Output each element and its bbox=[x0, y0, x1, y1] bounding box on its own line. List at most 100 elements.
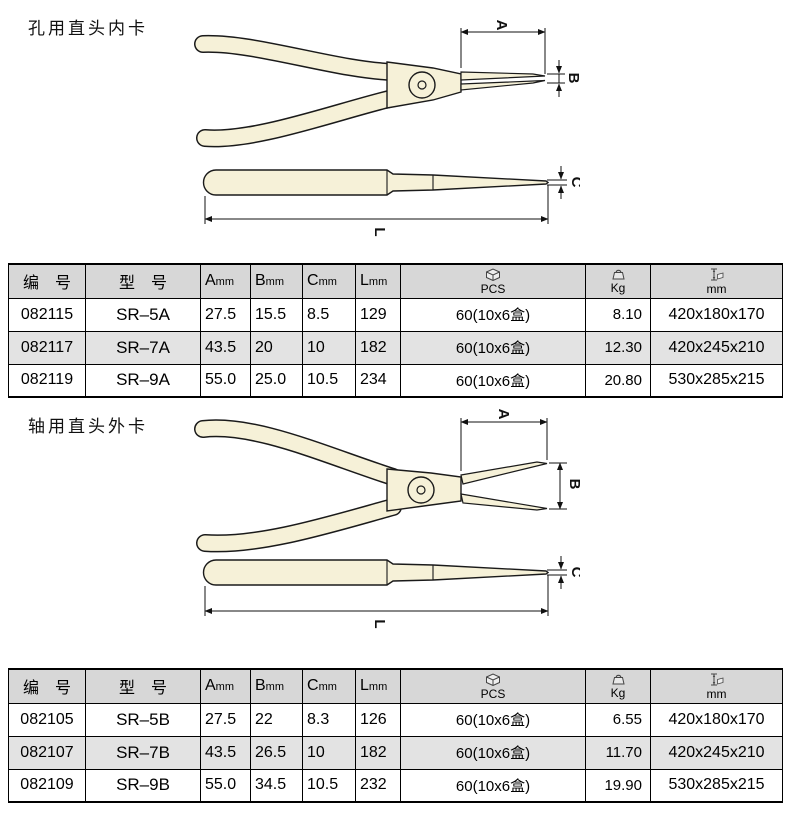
table-row: 082115 SR–5A 27.5 15.5 8.5 129 60(10x6盒)… bbox=[8, 297, 783, 332]
dim-l-cell: 126 bbox=[355, 702, 401, 737]
part-no-cell: 082117 bbox=[8, 330, 86, 365]
size-cell: 420x180x170 bbox=[650, 702, 783, 737]
spec-table-internal: 编 号 型 号 Amm Bmm Cmm Lmm PCS Kg bbox=[8, 263, 783, 398]
section1-title: 孔用直头内卡 bbox=[28, 19, 148, 38]
pcs-label: PCS bbox=[480, 686, 506, 701]
dim-label-a: A bbox=[495, 409, 512, 420]
dimension-lines-cl bbox=[204, 556, 567, 616]
kg-cell: 6.55 bbox=[585, 702, 651, 737]
dim-a-cell: 43.5 bbox=[200, 330, 251, 365]
pliers-side-view bbox=[194, 419, 548, 553]
dim-c-cell: 10.5 bbox=[302, 768, 356, 803]
model-cell: SR–7A bbox=[85, 330, 201, 365]
mm-label: mm bbox=[706, 686, 727, 701]
dim-a-cell: 55.0 bbox=[200, 768, 251, 803]
dim-label-c: C bbox=[568, 177, 580, 188]
size-cell: 420x180x170 bbox=[650, 297, 783, 332]
dim-c-cell: 10.5 bbox=[302, 363, 356, 398]
model-cell: SR–7B bbox=[85, 735, 201, 770]
lower-jaw bbox=[460, 493, 548, 511]
pcs-cell: 60(10x6盒) bbox=[400, 363, 586, 398]
table-row: 082107 SR–7B 43.5 26.5 10 182 60(10x6盒) … bbox=[8, 735, 783, 770]
pcs-cell: 60(10x6盒) bbox=[400, 735, 586, 770]
dimension-lines-ab bbox=[460, 28, 565, 97]
dim-l-cell: 182 bbox=[355, 330, 401, 365]
model-cell: SR–9A bbox=[85, 363, 201, 398]
dim-b-cell: 25.0 bbox=[250, 363, 303, 398]
kg-cell: 19.90 bbox=[585, 768, 651, 803]
dimensions-icon bbox=[710, 268, 723, 281]
pivot-bolt bbox=[417, 80, 427, 90]
lower-jaw bbox=[460, 79, 546, 91]
header-mm: mm bbox=[650, 263, 783, 299]
pliers-side-view bbox=[194, 34, 546, 148]
dim-b-cell: 34.5 bbox=[250, 768, 303, 803]
dim-b-cell: 15.5 bbox=[250, 297, 303, 332]
size-cell: 420x245x210 bbox=[650, 735, 783, 770]
mm-label: mm bbox=[706, 281, 727, 296]
lower-handle bbox=[197, 90, 401, 146]
dim-unit: mm bbox=[265, 276, 284, 289]
dim-a-cell: 27.5 bbox=[200, 702, 251, 737]
table-row: 082105 SR–5B 27.5 22 8.3 126 60(10x6盒) 6… bbox=[8, 702, 783, 737]
dim-label-l: L bbox=[371, 227, 388, 236]
header-kg: Kg bbox=[585, 263, 651, 299]
section2-title: 轴用直头外卡 bbox=[28, 417, 148, 436]
model-cell: SR–9B bbox=[85, 768, 201, 803]
dim-label-a: A bbox=[493, 20, 510, 31]
dimension-lines-ab bbox=[460, 418, 567, 510]
header-b: Bmm bbox=[250, 263, 303, 299]
dim-b-cell: 22 bbox=[250, 702, 303, 737]
header-b: Bmm bbox=[250, 668, 303, 704]
dim-unit: mm bbox=[368, 276, 388, 289]
dim-a-cell: 55.0 bbox=[200, 363, 251, 398]
dim-letter: B bbox=[255, 677, 266, 695]
dim-b-cell: 20 bbox=[250, 330, 303, 365]
spec-table-external: 编 号 型 号 Amm Bmm Cmm Lmm PCS Kg bbox=[8, 668, 783, 803]
header-model: 型 号 bbox=[85, 263, 201, 299]
dim-unit: mm bbox=[318, 681, 337, 694]
dim-a-cell: 43.5 bbox=[200, 735, 251, 770]
model-cell: SR–5B bbox=[85, 702, 201, 737]
dim-label-b: B bbox=[566, 479, 580, 490]
dim-l-cell: 129 bbox=[355, 297, 401, 332]
pcs-label: PCS bbox=[480, 281, 506, 296]
dim-letter: L bbox=[360, 677, 369, 695]
dim-l-cell: 232 bbox=[355, 768, 401, 803]
dim-label-b: B bbox=[565, 73, 580, 84]
header-l: Lmm bbox=[355, 668, 401, 704]
dim-l-cell: 234 bbox=[355, 363, 401, 398]
dim-c-cell: 8.3 bbox=[302, 702, 356, 737]
header-model: 型 号 bbox=[85, 668, 201, 704]
dim-a-cell: 27.5 bbox=[200, 297, 251, 332]
pliers-diagram-external: A B C L bbox=[194, 409, 580, 629]
pivot-bolt bbox=[416, 485, 426, 495]
header-a: Amm bbox=[200, 668, 251, 704]
size-cell: 420x245x210 bbox=[650, 330, 783, 365]
header-pcs: PCS bbox=[400, 668, 586, 704]
part-no-cell: 082115 bbox=[8, 297, 86, 332]
upper-jaw bbox=[460, 461, 548, 485]
table-row: 082119 SR–9A 55.0 25.0 10.5 234 60(10x6盒… bbox=[8, 363, 783, 398]
table-row: 082117 SR–7A 43.5 20 10 182 60(10x6盒) 12… bbox=[8, 330, 783, 365]
dim-letter: B bbox=[255, 272, 266, 290]
kg-cell: 12.30 bbox=[585, 330, 651, 365]
table-row: 082109 SR–9B 55.0 34.5 10.5 232 60(10x6盒… bbox=[8, 768, 783, 803]
dim-c-cell: 10 bbox=[302, 735, 356, 770]
header-mm: mm bbox=[650, 668, 783, 704]
dim-letter: C bbox=[307, 677, 319, 695]
header-c: Cmm bbox=[302, 668, 356, 704]
pcs-cell: 60(10x6盒) bbox=[400, 768, 586, 803]
header-c: Cmm bbox=[302, 263, 356, 299]
upper-handle bbox=[195, 420, 401, 485]
header-part-no: 编 号 bbox=[8, 263, 86, 299]
kg-cell: 11.70 bbox=[585, 735, 651, 770]
pcs-cell: 60(10x6盒) bbox=[400, 330, 586, 365]
dim-label-l: L bbox=[371, 619, 388, 628]
header-kg: Kg bbox=[585, 668, 651, 704]
dimension-lines-cl bbox=[204, 166, 567, 224]
dim-letter: C bbox=[307, 272, 319, 290]
dim-c-cell: 10 bbox=[302, 330, 356, 365]
upper-handle bbox=[195, 36, 401, 80]
